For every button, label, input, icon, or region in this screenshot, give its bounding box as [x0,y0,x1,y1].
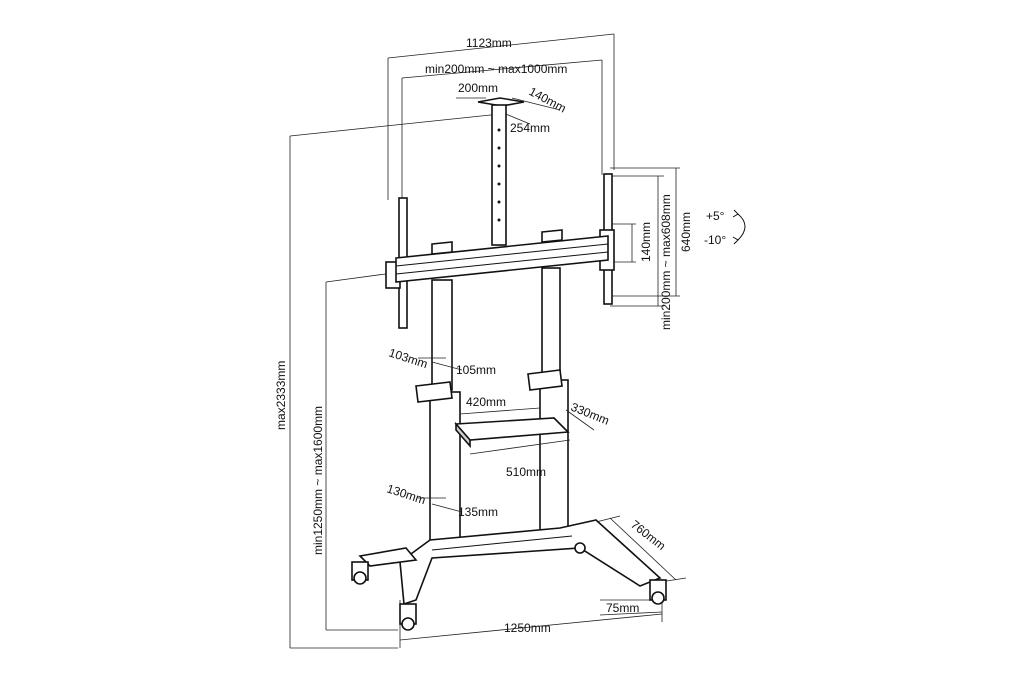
top-plate-depth-label: 140mm [527,84,569,115]
vesa-range-dimension: min200mm ~ max1000mm [401,59,603,200]
base-width-label: 1250mm [504,621,551,635]
bracket-inner-dimension: 140mm [612,222,653,263]
shelf-front-label: 420mm [466,395,506,409]
base [358,519,662,606]
vesa-range-label: min200mm ~ max1000mm [425,62,567,76]
cross-beam [395,229,609,283]
caster-offset-dimension: 75mm [599,599,663,616]
max-height-label: max2333mm [274,361,288,430]
tilt-indicator: +5° -10° [704,209,746,247]
upper-column-width-label: 105mm [456,363,496,377]
center-height-dimension: min1250mm ~ max1600mm [311,267,431,631]
top-mounting-plate: 200mm 140mm 254mm [456,81,568,135]
base-depth-label: 760mm [628,517,668,553]
caster-back-left [351,561,369,585]
top-plate-length-label: 254mm [510,121,550,135]
tilt-up-label: +5° [706,209,725,223]
overall-width-dimension: 1123mm [387,33,615,200]
overall-width-label: 1123mm [466,36,512,50]
bracket-height-label: 640mm [679,212,693,252]
caster-back-right [574,542,586,554]
center-height-label: min1250mm ~ max1600mm [311,406,325,555]
lower-column-depth-label: 130mm [385,482,427,508]
shelf-depth-label: 330mm [569,400,611,428]
caster-front-left [399,603,417,631]
bracket-inner-label: 140mm [639,222,653,262]
vesa-vertical-label: min200mm ~ max608mm [659,194,673,330]
caster-offset-label: 75mm [606,601,639,615]
bracket-height-dimension: 640mm [610,167,693,297]
shelf-back-label: 510mm [506,465,546,479]
tilt-arrow-icon [737,213,746,241]
upper-column-depth-label: 103mm [387,346,429,372]
shelf: 420mm 330mm 510mm [454,395,611,479]
right-column [527,267,569,541]
top-plate-width-label: 200mm [458,81,498,95]
center-pole [491,104,507,246]
caster-front-right [649,579,667,605]
vesa-vertical-dimension: min200mm ~ max608mm [610,175,673,330]
tilt-down-label: -10° [704,233,726,247]
lower-column-width-label: 135mm [458,505,498,519]
max-height-dimension: max2333mm [274,113,501,649]
left-column [415,279,461,551]
